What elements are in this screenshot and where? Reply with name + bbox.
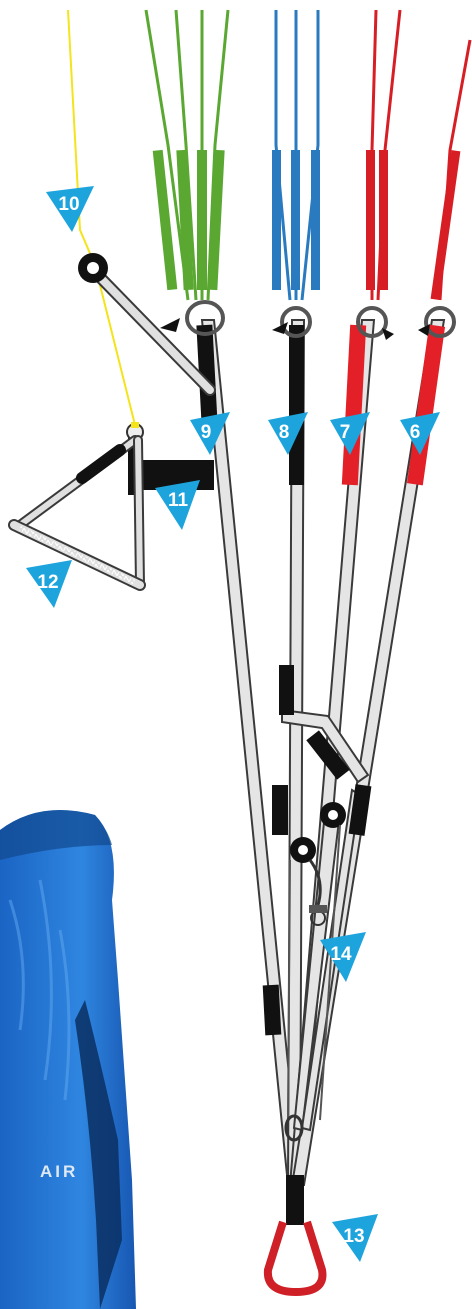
glider-bag: AIR [0,810,136,1309]
brake-handle [14,253,214,585]
svg-text:12: 12 [37,572,58,593]
b-lines-sheath [272,150,320,290]
callout-10: 10 [46,186,94,232]
bag-brand-text: AIR [40,1162,78,1181]
c-lines-sheath [366,150,460,300]
carabiner-loop [268,1222,323,1292]
svg-text:7: 7 [340,422,351,443]
svg-text:6: 6 [410,422,421,443]
svg-text:11: 11 [168,490,189,511]
svg-text:13: 13 [343,1226,364,1247]
svg-text:9: 9 [201,422,212,443]
callout-12: 12 [26,560,72,608]
riser-tapes [196,325,445,1225]
callout-6: 6 [400,412,440,455]
svg-text:8: 8 [279,422,290,443]
maillons [187,302,454,336]
svg-text:14: 14 [330,944,352,965]
callout-11: 11 [155,480,200,530]
callout-13: 13 [332,1214,378,1262]
svg-text:10: 10 [58,194,79,215]
